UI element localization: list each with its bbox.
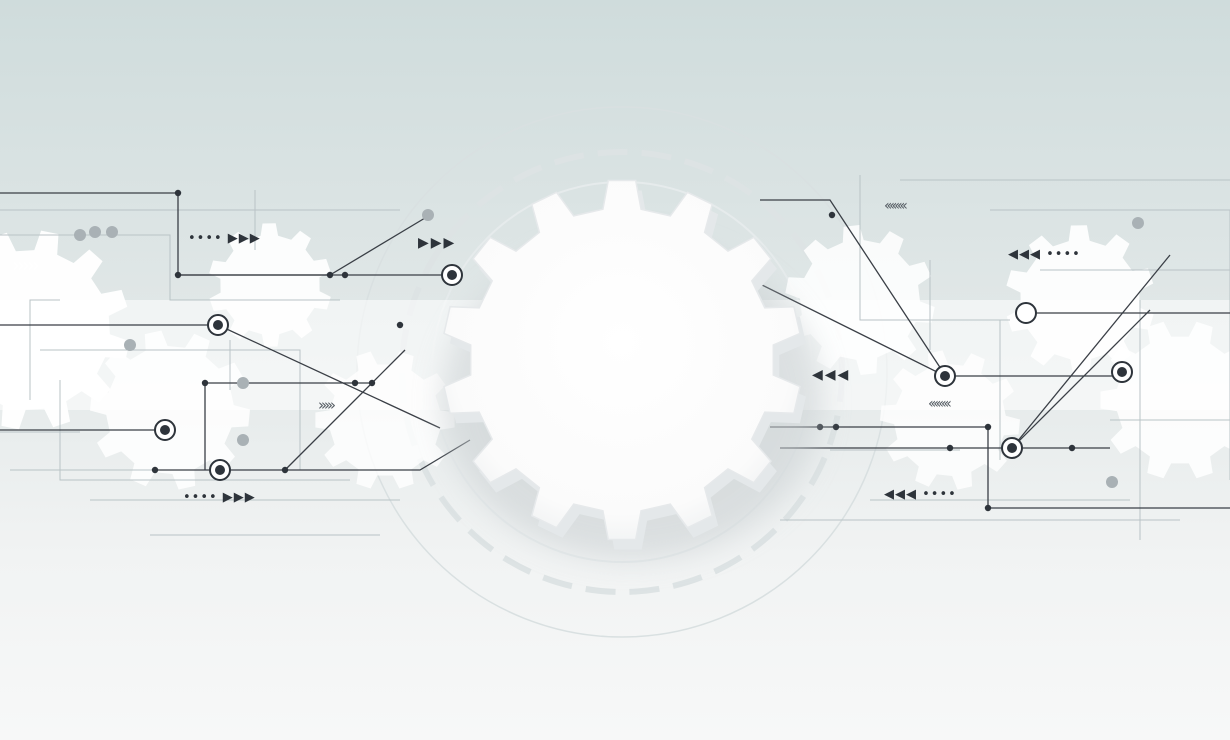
circuit-dot [1106,476,1118,488]
circuit-dot [124,339,136,351]
arrow-right-icon: ▶▶▶ [418,235,457,251]
circuit-dot [1132,217,1144,229]
chevron-right-icon: ››››› [12,253,40,277]
circuit-trace [29,299,60,400]
circuit-trace [859,175,1010,321]
circuit-trace [59,380,350,481]
circuit-dot [151,466,159,474]
circuit-dot [368,379,376,387]
circuit-dot [946,444,954,452]
circuit-trace [217,324,441,429]
circuit-dot [74,229,86,241]
circuit-dot [174,189,182,197]
arrow-left-icon: ◀◀◀ [812,367,851,383]
main-gear [442,179,822,560]
circuit-dot [351,379,359,387]
dark-circuit-lines [0,192,1230,509]
arrow-right-icon: •••• ▶▶▶ [188,231,261,246]
circuit-dot [89,226,101,238]
chevron-left-icon: ‹‹‹‹‹‹‹‹ [884,198,908,214]
circuit-dot [422,209,434,221]
circuit-dot [832,423,840,431]
circuit-dot [281,466,289,474]
circuit-dot [1068,444,1076,452]
circuit-node-icon [1117,367,1127,377]
arrow-left-icon: ◀◀◀ •••• [1008,247,1081,262]
circuit-dot [984,504,992,512]
circuit-trace [1011,254,1171,449]
circuit-node-icon [447,270,457,280]
chevron-left-icon: ‹‹‹‹‹‹‹‹ [928,396,952,412]
circuit-node-icon [1007,443,1017,453]
circuit-node-icon [160,425,170,435]
circuit-node-icon [213,320,223,330]
circuit-trace [1011,309,1151,449]
light-circuit-lines [0,175,1230,540]
circuit-dot [237,434,249,446]
circuit-dot [984,423,992,431]
arrow-right-icon: •••• ▶▶▶ [183,490,256,505]
chevron-right-icon: ››››› [318,396,336,414]
circuit-trace [770,426,1230,509]
circuit-dot [174,271,182,279]
circuit-dot [396,321,404,329]
circuit-dot [106,226,118,238]
circuit-nodes [74,189,1144,512]
circuit-dot [341,271,349,279]
circuit-trace [760,199,946,376]
circuit-dot [201,379,209,387]
circuit-node-icon [940,371,950,381]
circuit-dot [237,377,249,389]
circuit-dot [326,271,334,279]
circuit-trace [284,349,406,471]
circuit-node-icon [215,465,225,475]
circuit-trace [990,209,1230,480]
arrow-left-icon: ◀◀◀ •••• [884,487,957,502]
circuit-dot [828,211,836,219]
circuit-node-icon [1015,302,1037,324]
